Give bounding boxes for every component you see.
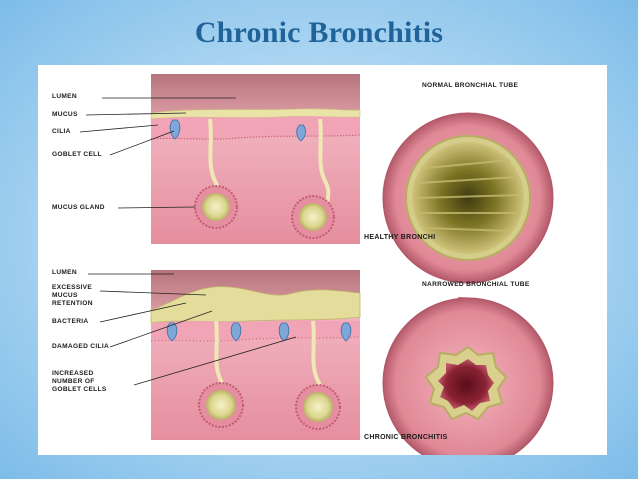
normal-tube-title: NORMAL BRONCHIAL TUBE (422, 82, 518, 89)
bronchi-figure: LUMEN MUCUS CILIA GOBLET CELL MUCUS GLAN… (38, 65, 607, 455)
slide-title: Chronic Bronchitis (0, 16, 638, 50)
label-increased-goblet: INCREASED NUMBER OF GOBLET CELLS (52, 370, 107, 394)
bronchitis-cross-section (88, 270, 360, 440)
label-cilia-top: CILIA (52, 128, 71, 136)
label-damaged-cilia: DAMAGED CILIA (52, 343, 109, 351)
normal-tube-illustration (383, 113, 553, 283)
narrowed-tube-title: NARROWED BRONCHIAL TUBE (422, 281, 530, 288)
label-bacteria: BACTERIA (52, 318, 88, 326)
chronic-bronchitis-caption: CHRONIC BRONCHITIS (364, 434, 448, 441)
star-decoration-icon: ✱ (625, 462, 637, 479)
label-excessive-mucus: EXCESSIVE MUCUS RETENTION (52, 284, 93, 308)
bronchi-illustration (38, 65, 607, 455)
gland-right-bronchitis (296, 385, 340, 429)
narrowed-tube-illustration (383, 297, 553, 455)
label-lumen-bottom: LUMEN (52, 269, 77, 277)
label-lumen-top: LUMEN (52, 93, 77, 101)
mucus-gland-left (195, 186, 237, 228)
gland-left-bronchitis (199, 383, 243, 427)
healthy-bronchi-caption: HEALTHY BRONCHI (364, 234, 436, 241)
healthy-cross-section (80, 74, 360, 244)
label-mucus-top: MUCUS (52, 111, 78, 119)
mucus-gland-right (292, 196, 334, 238)
label-goblet-cell-top: GOBLET CELL (52, 151, 102, 159)
label-mucus-gland-top: MUCUS GLAND (52, 204, 105, 212)
